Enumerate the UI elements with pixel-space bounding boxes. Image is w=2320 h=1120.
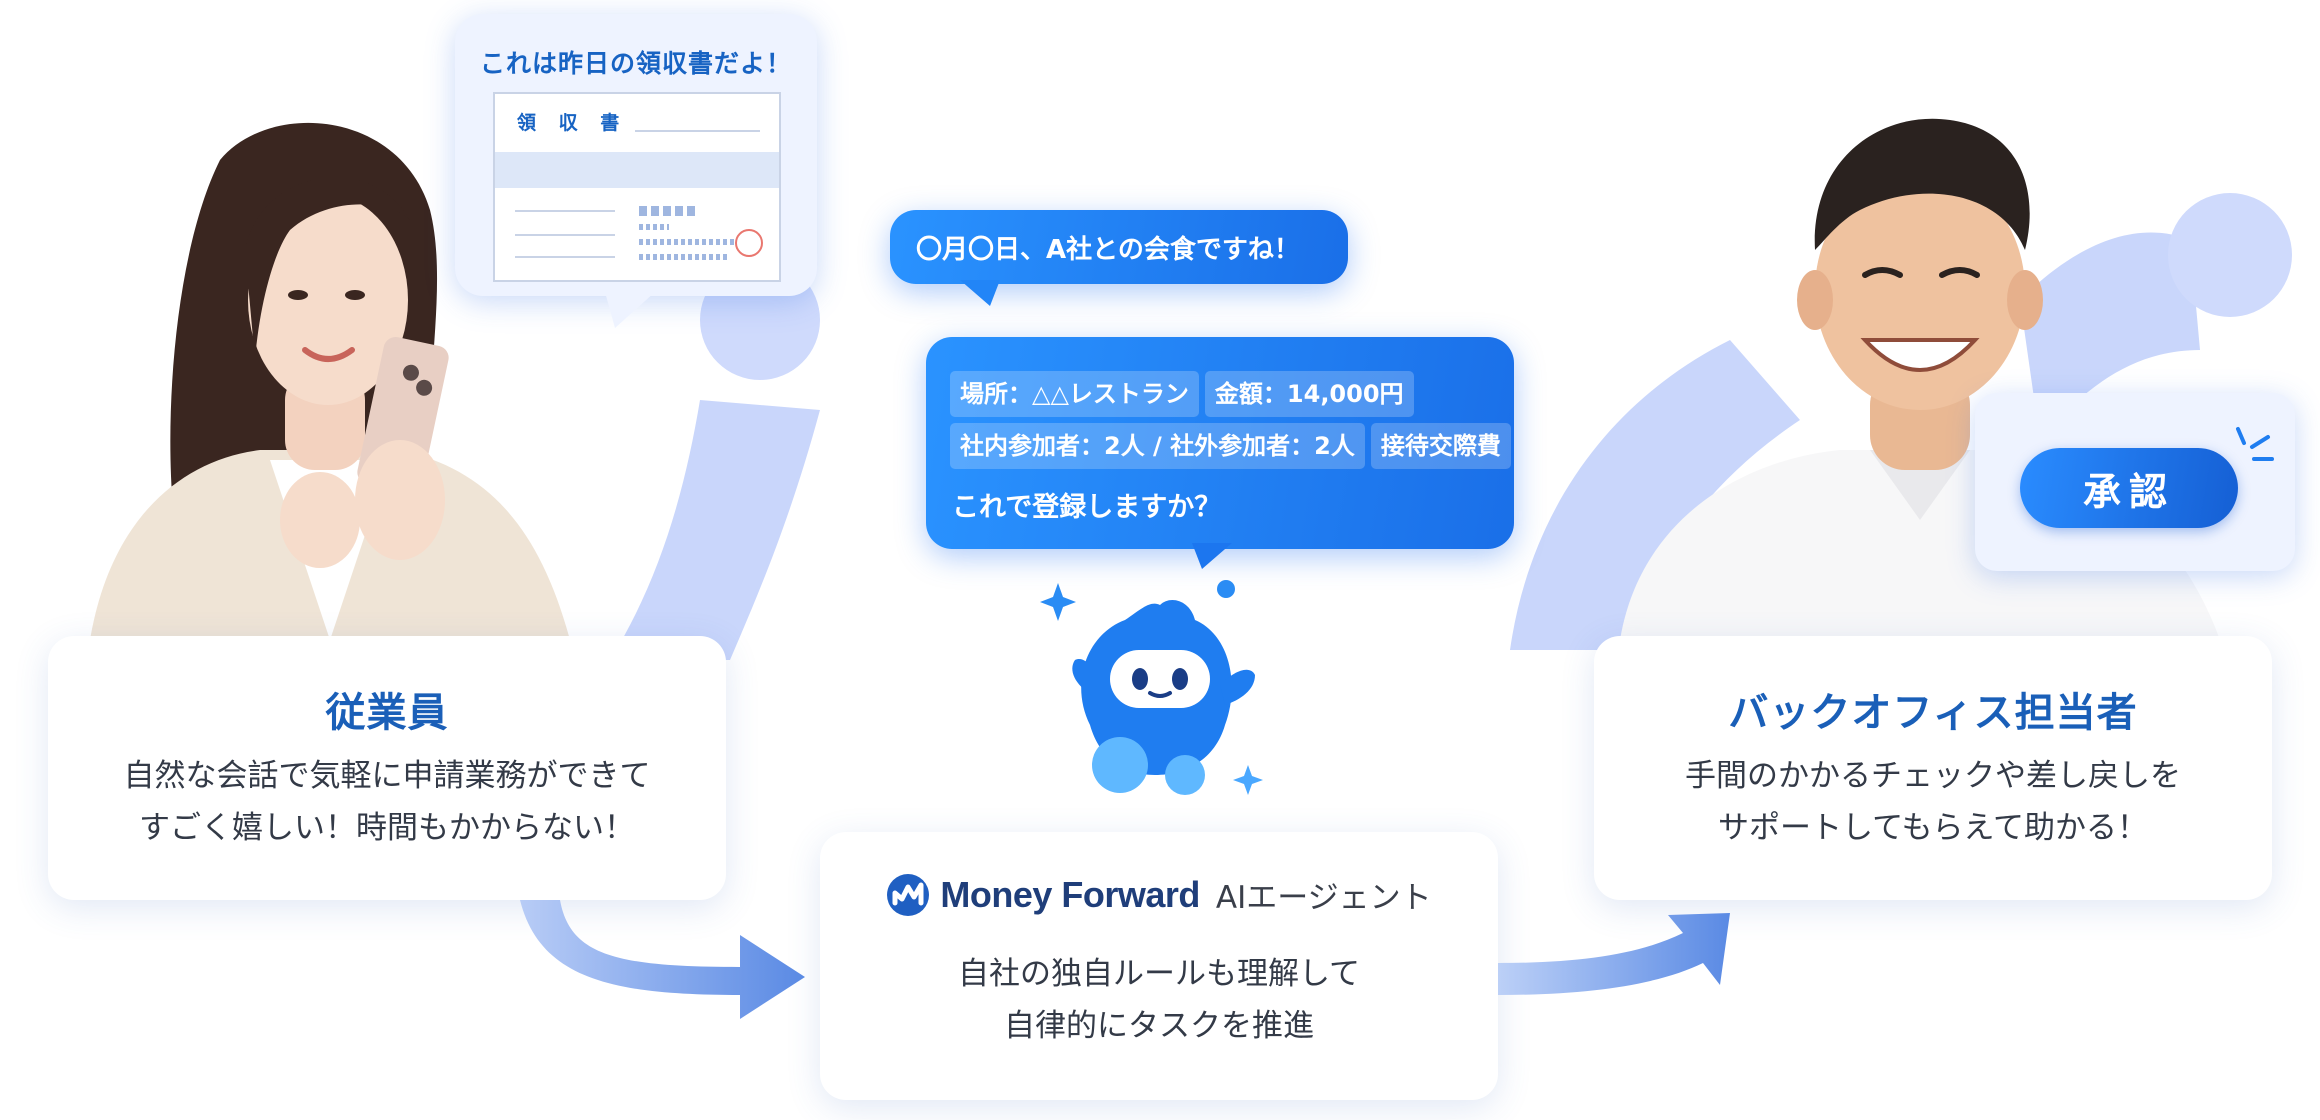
approval-panel: 承認 bbox=[1975, 393, 2295, 571]
employee-card: 従業員 自然な会話で気軽に申請業務ができて すごく嬉しい！時間もかからない！ bbox=[48, 636, 726, 900]
backoffice-card-title: バックオフィス担当者 bbox=[1728, 690, 2138, 736]
agent-confirmation-bubble: 場所：△△レストラン金額：14,000円 社内参加者：2人 / 社外参加者：2人… bbox=[926, 337, 1517, 569]
receipt-line-3 bbox=[515, 256, 615, 258]
employee-woman-photo bbox=[90, 122, 570, 640]
receipt-title-line bbox=[635, 130, 760, 132]
participants-chip: 社内参加者：2人 / 社外参加者：2人 bbox=[950, 423, 1365, 469]
chip-row-1: 場所：△△レストラン金額：14,000円 bbox=[950, 371, 1420, 417]
click-burst-icon bbox=[2236, 427, 2274, 461]
ai-agent-mascot bbox=[1040, 580, 1263, 795]
sparkle-icon bbox=[1040, 583, 1076, 621]
right-decor-shape bbox=[1510, 193, 2292, 650]
receipt-amount-band bbox=[495, 152, 779, 188]
bubble-tail bbox=[960, 280, 1000, 306]
receipt-speech-bubble: これは昨日の領収書だよ！ 領 収 書 bbox=[455, 14, 817, 328]
backoffice-card: バックオフィス担当者 手間のかかるチェックや差し戻しを サポートしてもらえて助か… bbox=[1594, 636, 2272, 900]
bubble-tail bbox=[1192, 543, 1232, 569]
expense-category-chip: 接待交際費 bbox=[1370, 423, 1511, 469]
flow-arrow-left bbox=[520, 900, 805, 1019]
brand-name: Money Forward bbox=[940, 873, 1200, 915]
receipt-bubble-text: これは昨日の領収書だよ！ bbox=[479, 49, 792, 78]
approve-button[interactable]: 承認 bbox=[2020, 448, 2238, 528]
receipt-line-1 bbox=[515, 210, 615, 212]
bubble-tail bbox=[605, 292, 655, 328]
receipt-line-2 bbox=[515, 234, 615, 236]
agent-greeting-text: 〇月〇日、A社との会食ですね！ bbox=[916, 235, 1300, 265]
brand-logo: Money Forward AIエージェント bbox=[820, 872, 1498, 917]
receipt-stamp-icon bbox=[735, 229, 763, 257]
receipt-title: 領 収 書 bbox=[517, 112, 628, 134]
agent-card-line-2: 自律的にタスクを推進 bbox=[1004, 1008, 1314, 1044]
receipt-dots-row bbox=[639, 254, 729, 260]
backoffice-card-line-2: サポートしてもらえて助かる！ bbox=[1718, 810, 2148, 846]
agent-card-line-1: 自社の独自ルールも理解して bbox=[957, 956, 1361, 992]
employee-card-title: 従業員 bbox=[325, 690, 449, 736]
receipt-document: 領 収 書 bbox=[493, 92, 781, 282]
receipt-dots-row bbox=[639, 224, 669, 230]
backoffice-card-line-1: 手間のかかるチェックや差し戻しを bbox=[1685, 758, 2181, 794]
location-chip: 場所：△△レストラン bbox=[950, 371, 1199, 417]
receipt-dots-row bbox=[639, 239, 734, 245]
money-forward-logo-icon bbox=[887, 873, 930, 916]
amount-chip: 金額：14,000円 bbox=[1204, 371, 1414, 417]
ai-agent-card: Money Forward AIエージェント 自社の独自ルールも理解して 自律的… bbox=[820, 832, 1498, 1100]
employee-card-line-1: 自然な会話で気軽に申請業務ができて bbox=[123, 758, 651, 794]
chip-row-2: 社内参加者：2人 / 社外参加者：2人接待交際費 bbox=[950, 423, 1517, 469]
registration-question: これで登録しますか？ bbox=[952, 492, 1222, 523]
receipt-dots-block bbox=[639, 206, 699, 216]
employee-card-line-2: すごく嬉しい！時間もかからない！ bbox=[139, 810, 635, 846]
flow-arrow-right bbox=[1498, 913, 1730, 995]
sparkle-icon bbox=[1233, 765, 1263, 795]
product-name: AIエージェント bbox=[1215, 880, 1432, 916]
agent-greeting-bubble: 〇月〇日、A社との会食ですね！ bbox=[890, 210, 1348, 306]
